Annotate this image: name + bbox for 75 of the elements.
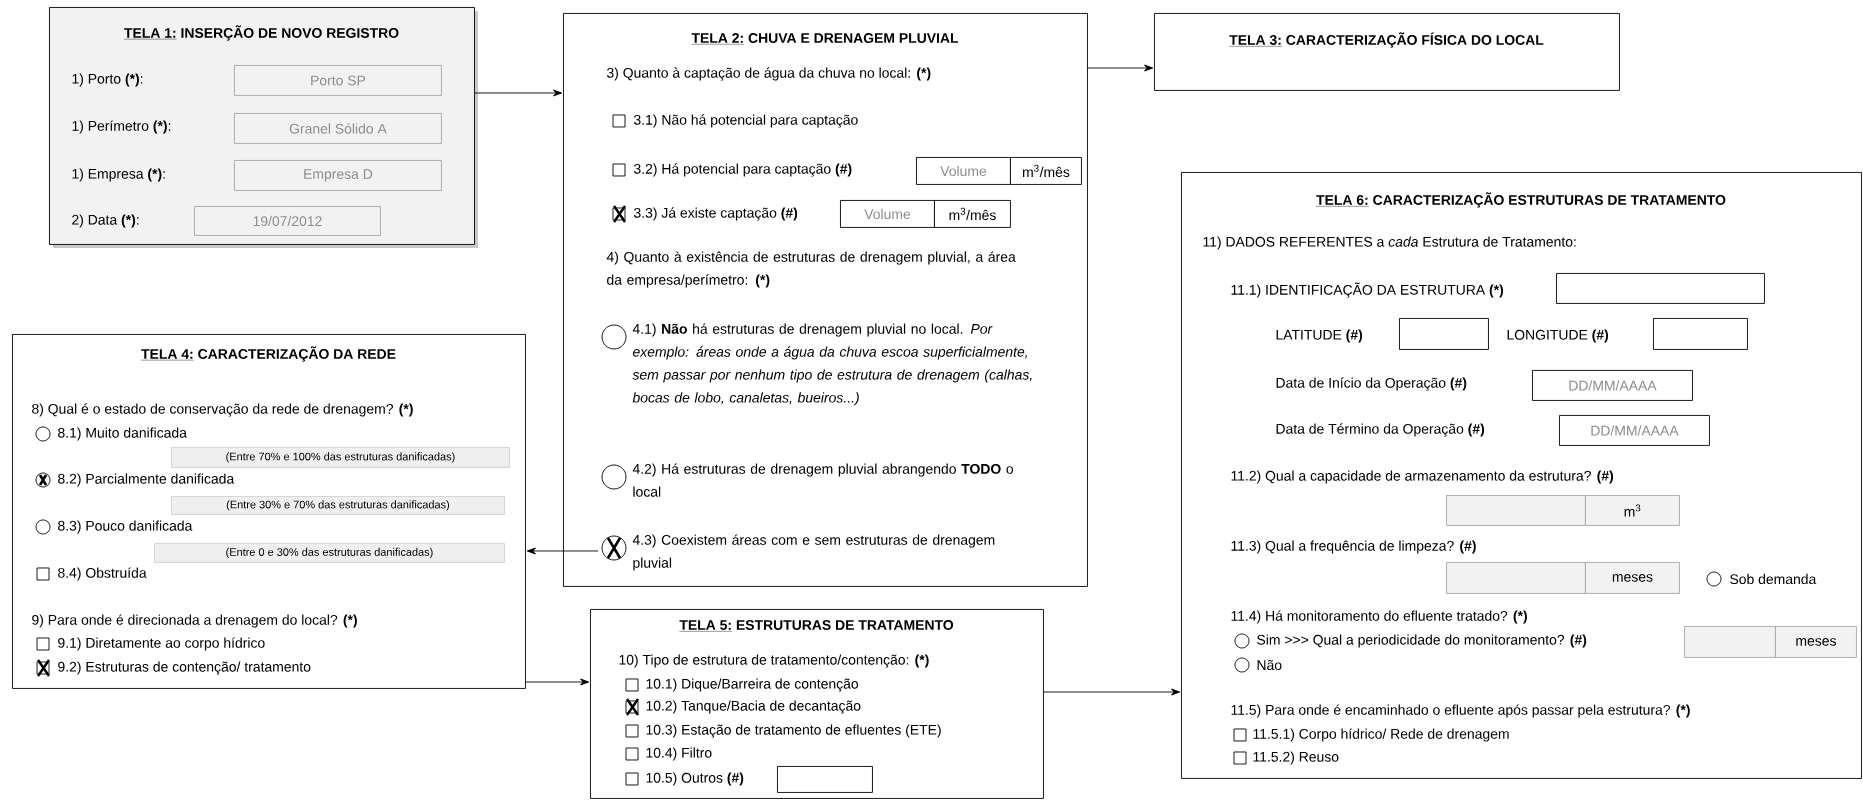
input-field (1399, 318, 1489, 350)
unit-field: meses (1775, 626, 1857, 658)
unit-field: m$^{3}$/mês (1010, 157, 1082, 185)
input-field: Volume (840, 200, 935, 228)
option-label: 10.5) Outros (#) (646, 772, 744, 786)
unit-field: m$^{3}$ (1585, 495, 1680, 526)
panel-heading: TELA 6: CARACTERIZAÇÃO ESTRUTURAS DE TRATAMENTO (1315, 192, 1726, 208)
hint-bar: (Entre 70% e 100% das estruturas danificadas) (171, 447, 510, 468)
hint-bar: (Entre 30% e 70% das estruturas danificadas) (171, 496, 505, 515)
option-label: 4.1) Não há estruturas de drenagem pluvial no local. Por exemplo: áreas onde a água da chuva escoa superficialmente, sem passar por nenhum tipo de estrutura de drenagem (calhas, bocas de lobo, canaletas, bueiros...) (632, 323, 1032, 406)
hint-bar: (Entre 0 e 30% das estruturas danificadas) (154, 543, 505, 563)
option-label: 10.4) Filtro (646, 747, 712, 761)
input-field (777, 766, 873, 793)
arrow (1043, 688, 1181, 696)
option-label: 9.2) Estruturas de contenção/ tratamento (58, 661, 311, 675)
input-field: Empresa D (234, 160, 442, 191)
panel-heading: TELA 2: CHUVA E DRENAGEM PLUVIAL (691, 33, 959, 45)
panel-heading: TELA 5: ESTRUTURAS DE TRATAMENTO (679, 620, 954, 632)
input-field: DD/MM/AAAA (1532, 370, 1693, 401)
option-label: 10.3) Estação de tratamento de efluentes (ETE) (646, 724, 941, 738)
option-label: 10.1) Dique/Barreira de contenção (646, 678, 859, 692)
arrow (526, 547, 599, 555)
panel-heading: TELA 4: CARACTERIZAÇÃO DA REDE (140, 346, 396, 362)
question-text: 11.1) IDENTIFICAÇÃO DA ESTRUTURA (*) (1231, 282, 1504, 298)
question-text: 4) Quanto à existência de estruturas de drenagem pluvial, a área da empresa/perímetro: (*) (606, 251, 1016, 288)
question-text: 9) Para onde é direcionada a drenagem do local? (*) (32, 614, 357, 628)
input-field (1653, 318, 1748, 350)
option-label: 9.1) Diretamente ao corpo hídrico (58, 637, 265, 651)
option-label: 8.2) Parcialmente danificada (58, 473, 235, 487)
panel-heading: TELA 3: CARACTERIZAÇÃO FÍSICA DO LOCAL (1229, 32, 1544, 48)
question-text: Data de Início da Operação (#) (1276, 377, 1467, 391)
input-field: 19/07/2012 (194, 206, 381, 236)
option-label: Sob demanda (1730, 573, 1817, 585)
question-text: 8) Qual é o estado de conservação da rede de drenagem? (*) (32, 403, 413, 417)
input-field (1684, 626, 1776, 658)
question-text: 2) Data (*): (72, 214, 139, 228)
option-label: 11.5.2) Reuso (1253, 751, 1339, 765)
option-label: Sim >>> Qual a periodicidade do monitoramento? (#) (1257, 634, 1587, 648)
unit-field: meses (1585, 562, 1680, 594)
input-field: Porto SP (234, 65, 442, 96)
input-field: Granel Sólido A (234, 113, 442, 144)
question-text: LATITUDE (#) (1276, 329, 1363, 343)
question-text: Data de Término da Operação (#) (1276, 423, 1485, 437)
input-field (1446, 495, 1586, 526)
question-text: 11.4) Há monitoramento do efluente tratado? (*) (1231, 610, 1527, 624)
question-text: LONGITUDE (#) (1507, 329, 1609, 343)
input-field: DD/MM/AAAA (1559, 415, 1710, 446)
arrow (525, 678, 590, 686)
input-field (1446, 562, 1586, 594)
input-field: Volume (916, 157, 1011, 185)
question-text: 11.2) Qual a capacidade de armazenamento da estrutura? (#) (1231, 470, 1614, 484)
panel-heading: TELA 1: INSERÇÃO DE NOVO REGISTRO (123, 25, 399, 41)
question-text: 3) Quanto à captação de água da chuva no local: (*) (607, 67, 931, 81)
option-label: 8.4) Obstruída (58, 567, 147, 581)
question-text: 11) DADOS REFERENTES a cada Estrutura de Tratamento: (1203, 236, 1576, 250)
question-text: 1) Porto (*): (72, 73, 143, 87)
option-label: 3.2) Há potencial para captação (#) (634, 163, 852, 177)
question-text: 11.5) Para onde é encaminhado o efluente após passar pela estrutura? (*) (1231, 704, 1690, 718)
arrow (1087, 64, 1154, 72)
option-label: Não (1257, 659, 1282, 671)
question-text: 11.3) Qual a frequência de limpeza? (#) (1231, 540, 1476, 554)
option-label: 8.3) Pouco danificada (58, 520, 193, 534)
arrow (474, 89, 563, 97)
unit-field: m$^{3}$/mês (934, 200, 1011, 228)
question-text: 1) Perímetro (*): (72, 120, 171, 134)
option-label: 10.2) Tanque/Bacia de decantação (646, 700, 861, 714)
option-label: 11.5.1) Corpo hídrico/ Rede de drenagem (1253, 728, 1509, 742)
input-field (1556, 273, 1765, 304)
option-label: 4.3) Coexistem áreas com e sem estruturas de drenagem pluvial (632, 534, 995, 571)
option-label: 3.1) Não há potencial para captação (634, 114, 858, 128)
question-text: 1) Empresa (*): (72, 168, 165, 182)
option-label: 4.2) Há estruturas de drenagem pluvial abrangendo TODO o local (632, 463, 1014, 497)
question-text: 10) Tipo de estrutura de tratamento/contenção: (*) (619, 654, 929, 668)
option-label: 8.1) Muito danificada (58, 427, 187, 441)
option-label: 3.3) Já existe captação (#) (634, 207, 798, 221)
